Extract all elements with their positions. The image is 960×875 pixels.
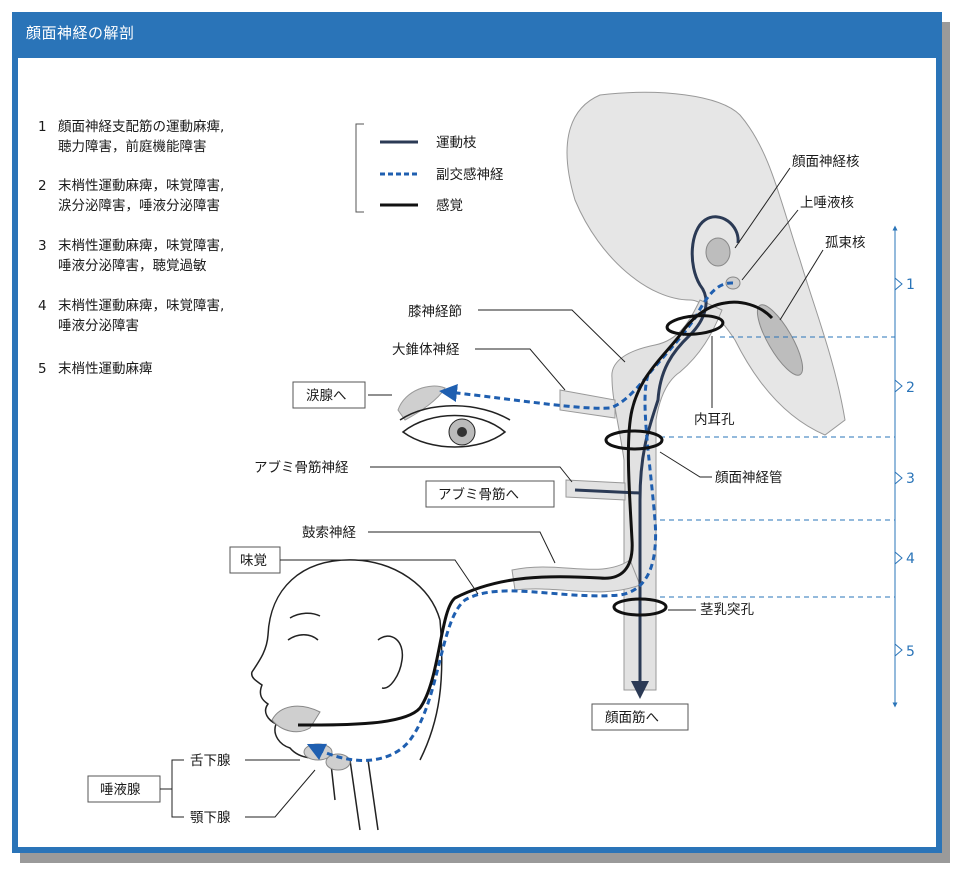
parasympathetic-chorda-fiber xyxy=(306,374,658,762)
stapedius-label-box: アブミ骨筋へ xyxy=(425,480,555,508)
lesion-5-num: 5 xyxy=(38,361,47,377)
greater-petrosal-branch xyxy=(559,389,616,419)
facial-nucleus-label: 顔面神経核 xyxy=(792,154,860,170)
lesion-3-num: 3 xyxy=(38,238,47,254)
lesion-2-num: 2 xyxy=(38,178,47,194)
lesion-1-line2: 聴力障害，前庭機能障害 xyxy=(58,138,207,155)
taste-label-box: 味覚 xyxy=(229,546,281,574)
legend-motor-label: 運動枝 xyxy=(436,135,477,151)
figure-title: 顔面神経の解剖 xyxy=(26,24,135,42)
legend-parasympathetic-label: 副交感神経 xyxy=(436,166,504,183)
segment-4: 4 xyxy=(906,551,915,567)
parasympathetic-fiber xyxy=(439,281,734,410)
salivary-label: 唾液腺 xyxy=(100,782,141,798)
lesion-4-num: 4 xyxy=(38,298,47,314)
lesion-5-line1: 末梢性運動麻痺 xyxy=(58,360,153,377)
lesion-1-line1: 顔面神経支配筋の運動麻痺, xyxy=(58,118,224,135)
solitary-nucleus-label: 孤束核 xyxy=(825,235,866,251)
facial-muscles-label-box: 顔面筋へ xyxy=(591,703,689,731)
submandibular-gland-shape xyxy=(325,753,351,771)
stapedius-nerve-label: アブミ骨筋神経 xyxy=(254,459,349,476)
lesion-1-num: 1 xyxy=(38,119,47,135)
superior-salivatory-label: 上唾液核 xyxy=(800,195,854,211)
salivary-label-box: 唾液腺 xyxy=(87,775,161,803)
lesion-rings xyxy=(604,314,725,617)
lesion-3-line2: 唾液分泌障害，聴覚過敏 xyxy=(58,258,207,274)
greater-petrosal-label: 大錐体神経 xyxy=(392,342,460,358)
title-bar xyxy=(12,12,942,58)
eye-icon xyxy=(399,405,511,448)
submandibular-label: 顎下腺 xyxy=(190,810,231,826)
tongue-shape xyxy=(271,705,321,733)
sensory-fiber xyxy=(297,300,774,727)
leader-lines xyxy=(160,167,824,818)
segment-1: 1 xyxy=(906,277,915,293)
legend-sensory-label: 感覚 xyxy=(436,197,463,214)
facial-nucleus-shape xyxy=(705,237,731,267)
head-profile xyxy=(250,559,443,831)
internal-acoustic-label: 内耳孔 xyxy=(694,412,735,428)
to-stapedius-label: アブミ骨筋へ xyxy=(438,486,519,503)
segment-dividers xyxy=(660,336,895,598)
to-lacrimal-label: 涙腺へ xyxy=(306,387,347,404)
segment-3: 3 xyxy=(906,471,915,487)
lacrimal-gland xyxy=(397,385,446,421)
lesion-3-line1: 末梢性運動麻痺，味覚障害, xyxy=(58,237,224,254)
solitary-nucleus-shape xyxy=(756,304,804,376)
taste-label: 味覚 xyxy=(240,553,267,569)
stylomastoid-label: 茎乳突孔 xyxy=(700,602,754,618)
geniculate-label: 膝神経節 xyxy=(408,304,462,320)
chorda-tympani-label: 鼓索神経 xyxy=(302,525,356,541)
sublingual-label: 舌下腺 xyxy=(190,753,231,769)
to-facial-muscles-label: 顔面筋へ xyxy=(605,709,659,726)
segment-5: 5 xyxy=(906,644,915,660)
lesion-4-line2: 唾液分泌障害 xyxy=(58,318,139,334)
segment-2: 2 xyxy=(906,380,915,396)
lesion-2-line2: 涙分泌障害，唾液分泌障害 xyxy=(58,197,220,214)
facial-canal-label: 顔面神経管 xyxy=(715,470,783,486)
lesion-list: 1 顔面神経支配筋の運動麻痺, 聴力障害，前庭機能障害 2 末梢性運動麻痺，味覚… xyxy=(38,118,224,377)
brainstem-shape xyxy=(566,91,846,436)
lacrimal-label-box: 涙腺へ xyxy=(292,381,366,409)
legend: 運動枝 副交感神経 感覚 xyxy=(355,123,504,214)
segment-brackets xyxy=(894,232,903,700)
lesion-4-line1: 末梢性運動麻痺，味覚障害, xyxy=(58,297,224,314)
lesion-2-line1: 末梢性運動麻痺，味覚障害, xyxy=(58,177,224,194)
motor-fiber xyxy=(631,215,740,699)
